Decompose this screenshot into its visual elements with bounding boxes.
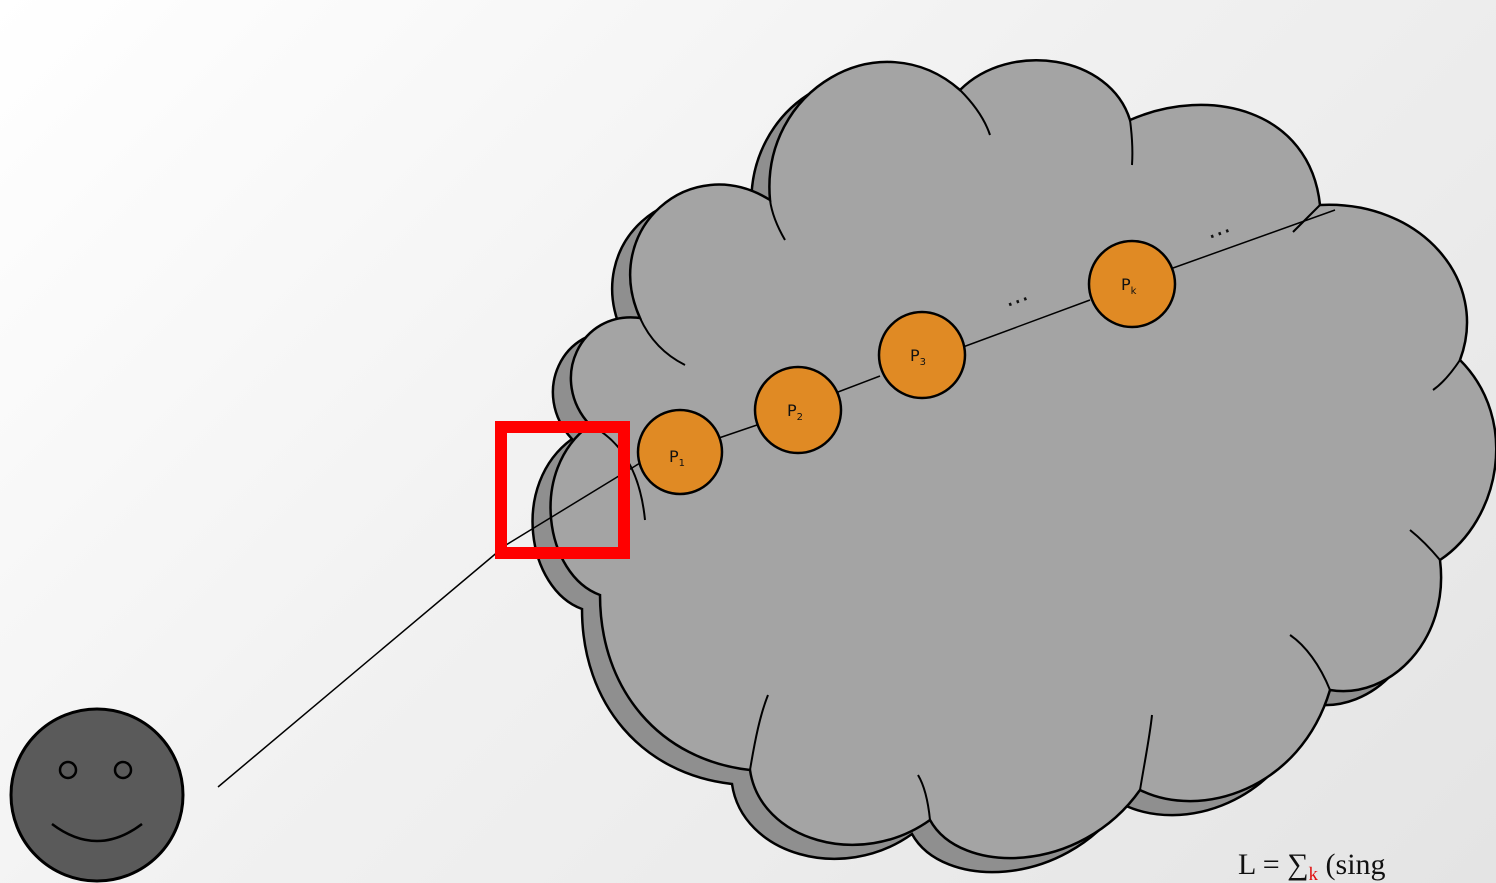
node-pk: Pk xyxy=(1089,241,1175,327)
node-p2-letter: P xyxy=(787,401,797,420)
formula-prefix: L = ∑ xyxy=(1238,848,1309,881)
node-p3-subscript: 3 xyxy=(920,357,926,368)
node-pk-letter: P xyxy=(1121,275,1131,294)
node-p3: P3 xyxy=(879,312,965,398)
node-p3-letter: P xyxy=(910,346,920,365)
node-pk-subscript: k xyxy=(1131,286,1137,297)
node-p1-subscript: 1 xyxy=(679,458,685,469)
node-p1-letter: P xyxy=(669,447,679,466)
user-smiley-icon xyxy=(11,709,183,881)
node-p1: P1 xyxy=(638,410,722,494)
formula-suffix: (sing xyxy=(1318,848,1386,881)
loss-formula: L = ∑k (sing xyxy=(1238,848,1386,883)
formula-subscript: k xyxy=(1309,864,1319,883)
node-p2: P2 xyxy=(755,367,841,453)
node-p2-subscript: 2 xyxy=(797,412,803,423)
